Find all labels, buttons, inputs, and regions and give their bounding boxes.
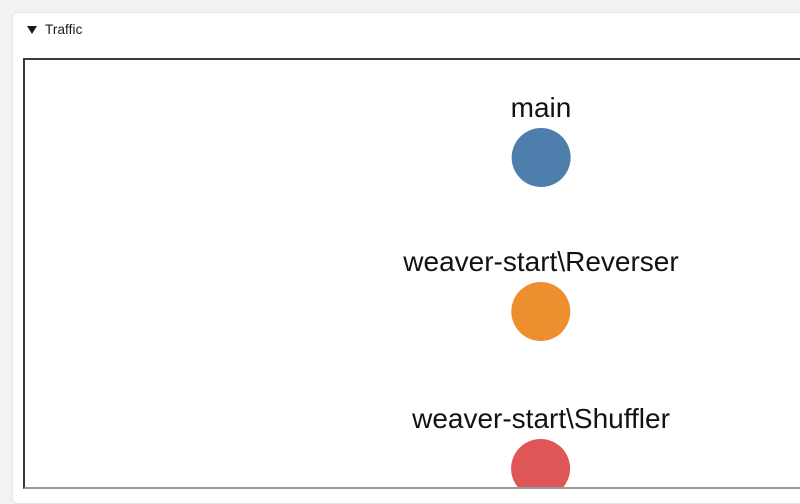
traffic-panel: Traffic main weaver-start\Reverser weaver-… [12, 12, 800, 504]
triangle-down-icon[interactable] [27, 25, 37, 34]
graph-node-main[interactable]: main [510, 91, 572, 187]
graph-node-circle[interactable] [511, 281, 571, 341]
graph-node-circle[interactable] [511, 438, 571, 487]
graph-node-label: weaver-start\Shuffler [412, 402, 670, 434]
traffic-graph-box: main weaver-start\Reverser weaver-start\Sh… [23, 58, 800, 489]
graph-node-label: main [510, 91, 572, 123]
traffic-graph-canvas[interactable]: main weaver-start\Reverser weaver-start\Sh… [25, 60, 800, 487]
graph-node-reverser[interactable]: weaver-start\Reverser [403, 245, 679, 341]
graph-node-label: weaver-start\Reverser [403, 245, 679, 277]
panel-title: Traffic [45, 21, 83, 37]
traffic-panel-header[interactable]: Traffic [13, 13, 800, 46]
graph-node-shuffler[interactable]: weaver-start\Shuffler [412, 402, 670, 487]
graph-node-circle[interactable] [511, 127, 571, 187]
